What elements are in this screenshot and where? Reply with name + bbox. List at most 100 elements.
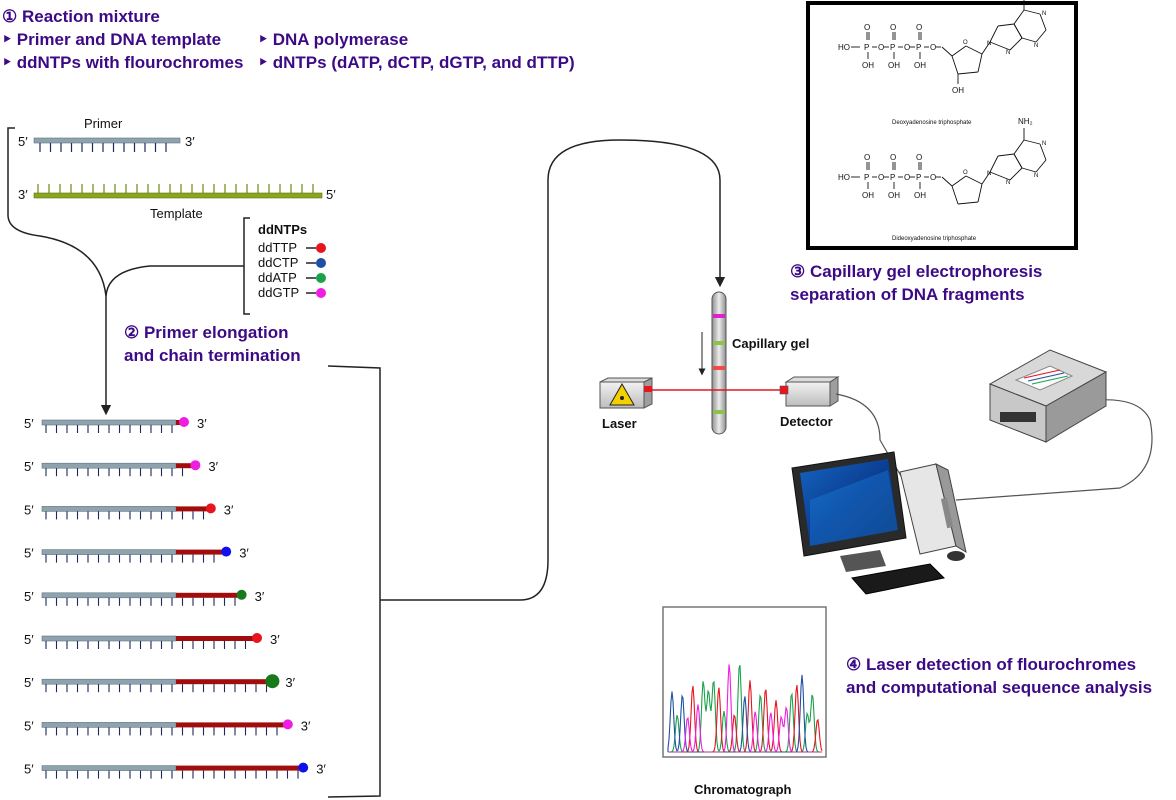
fragment-5prime-label: 5′ bbox=[24, 632, 34, 647]
template-ticks bbox=[37, 184, 314, 193]
atom-label: O bbox=[890, 153, 896, 162]
atom-label: OH bbox=[862, 61, 874, 70]
atom-label: OH bbox=[888, 61, 900, 70]
atom-label: N bbox=[1034, 173, 1038, 179]
atom-label: N bbox=[1006, 180, 1010, 186]
detector-device bbox=[779, 376, 840, 407]
fragment-extension-segment bbox=[176, 722, 284, 728]
primer-label: Primer bbox=[84, 116, 123, 131]
template-5prime-label: 5′ bbox=[326, 187, 336, 202]
fragment-3prime-label: 3′ bbox=[316, 762, 326, 777]
detector-label: Detector bbox=[780, 414, 833, 429]
molecule-bottom-caption: Dideoxyadenosine triphosphate bbox=[892, 236, 977, 242]
terminator-dot bbox=[252, 633, 262, 643]
fragment-extension-segment bbox=[176, 592, 238, 598]
step1-title: ① Reaction mixture bbox=[2, 7, 160, 26]
primer-strand bbox=[33, 137, 181, 144]
ddntp-legend-ddctp: ddCTP bbox=[258, 255, 326, 270]
step1-item-ddntps: ‣ ddNTPs with flourochromes bbox=[2, 53, 243, 72]
atom-label: O bbox=[963, 170, 968, 176]
gel-band-green-2 bbox=[713, 410, 725, 414]
primer-3prime-label: 3′ bbox=[185, 134, 195, 149]
laser-warning-icon bbox=[609, 382, 635, 406]
template-strand bbox=[33, 192, 323, 199]
fragment-3prime-label: 3′ bbox=[208, 459, 218, 474]
fragment-4: 5′3′ bbox=[24, 546, 249, 563]
atom-label: O bbox=[890, 23, 896, 32]
fragment-primer-segment bbox=[41, 765, 177, 771]
fragment-primer-segment bbox=[41, 722, 177, 728]
fragment-primer-segment bbox=[41, 678, 177, 685]
ddntp-name: ddCTP bbox=[258, 255, 298, 270]
fluorochrome-dot bbox=[316, 273, 326, 283]
fragment-3prime-label: 3′ bbox=[301, 718, 311, 733]
detector-cable bbox=[835, 393, 909, 489]
fragment-5prime-label: 5′ bbox=[24, 675, 34, 690]
terminator-dot bbox=[179, 417, 189, 427]
fragment-extension-segment bbox=[176, 549, 223, 555]
computer-icon bbox=[791, 451, 967, 595]
gel-band-green-1 bbox=[713, 341, 725, 345]
terminator-dot bbox=[298, 762, 309, 773]
ddntp-name: ddTTP bbox=[258, 240, 297, 255]
capillary-tube bbox=[711, 291, 727, 435]
atom-label: OH bbox=[862, 191, 874, 200]
atom-label: P bbox=[864, 173, 869, 182]
fragment-3prime-label: 3′ bbox=[255, 589, 265, 604]
fluorochrome-dot bbox=[316, 288, 326, 298]
atom-label: P bbox=[916, 173, 921, 182]
atom-label: P bbox=[916, 43, 921, 52]
fragments-bracket bbox=[327, 365, 381, 798]
atom-label: O bbox=[878, 173, 884, 182]
fragment-5prime-label: 5′ bbox=[24, 589, 34, 604]
fragment-extension-segment bbox=[176, 506, 207, 512]
gel-band-red bbox=[713, 366, 725, 370]
ddntp-legend-ddttp: ddTTP bbox=[258, 240, 326, 255]
atom-label: OH bbox=[952, 86, 964, 95]
terminator-dot bbox=[205, 503, 216, 514]
fragment-3prime-label: 3′ bbox=[285, 675, 295, 690]
atom-label: N bbox=[1034, 43, 1038, 49]
laser-label: Laser bbox=[602, 416, 637, 431]
fragment-extension-segment bbox=[176, 636, 253, 641]
atom-label: N bbox=[1006, 50, 1010, 56]
fragment-5prime-label: 5′ bbox=[24, 502, 34, 517]
fragment-3: 5′3′ bbox=[24, 502, 234, 520]
atom-label: O bbox=[864, 23, 870, 32]
chromatograph-label: Chromatograph bbox=[694, 782, 792, 797]
primer-ticks bbox=[39, 143, 167, 152]
fragment-5prime-label: 5′ bbox=[24, 762, 34, 777]
template-label: Template bbox=[150, 206, 203, 221]
ddntps-connector bbox=[105, 265, 244, 297]
fragment-extension-segment bbox=[176, 420, 180, 425]
transfer-tube bbox=[380, 139, 726, 601]
fragment-5: 5′ 3′ bbox=[24, 589, 265, 606]
atom-label: HO bbox=[838, 173, 850, 182]
atom-label: O bbox=[916, 23, 922, 32]
atom-label: P bbox=[864, 43, 869, 52]
chromatogram-trace bbox=[668, 680, 823, 753]
atom-label: HO bbox=[838, 43, 850, 52]
fragment-extension-segment bbox=[176, 679, 269, 685]
fragment-extension-segment bbox=[176, 765, 300, 771]
atom-label: OH bbox=[888, 191, 900, 200]
fragment-primer-segment bbox=[41, 549, 177, 555]
printer-icon bbox=[988, 349, 1108, 443]
fragment-6: 5′ 3′ bbox=[24, 632, 280, 649]
ddntp-legend-ddgtp: ddGTP bbox=[258, 285, 326, 300]
molecules-box bbox=[806, 1, 1078, 250]
fragment-7: 5′ 3′ bbox=[24, 674, 296, 693]
primer-5prime-label: 5′ bbox=[18, 134, 28, 149]
fragment-3prime-label: 3′ bbox=[197, 416, 207, 431]
gel-band-magenta bbox=[713, 314, 725, 318]
fragment-primer-segment bbox=[41, 506, 177, 512]
fragment-5prime-label: 5′ bbox=[24, 546, 34, 561]
atom-label: N bbox=[987, 171, 991, 177]
fragment-3prime-label: 3′ bbox=[270, 632, 280, 647]
atom-label: O bbox=[904, 43, 910, 52]
ddntp-name: ddATP bbox=[258, 270, 297, 285]
atom-label: O bbox=[930, 173, 936, 182]
atom-label: O bbox=[930, 43, 936, 52]
atom-label: O bbox=[904, 173, 910, 182]
